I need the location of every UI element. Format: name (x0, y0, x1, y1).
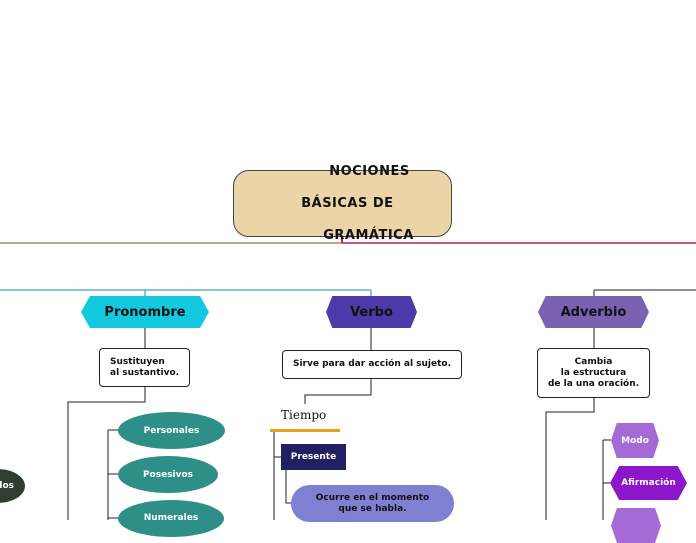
topic-pronombre[interactable]: Pronombre (81, 296, 209, 328)
root-line-3: GRAMÁTICA (323, 227, 414, 243)
adverbio-type-partial[interactable] (611, 508, 661, 543)
adverbio-description[interactable]: Cambia la estructura de la una oración. (537, 348, 650, 398)
tiempo-underline (270, 429, 340, 432)
pronombre-type-posesivos[interactable]: Posesivos (118, 456, 218, 493)
mind-map-canvas: NOCIONES BÁSICAS DE GRAMÁTICA Pronombre … (0, 164, 696, 543)
adverbio-type-modo[interactable]: Modo (611, 423, 659, 458)
root-line-2: BÁSICAS DE (301, 195, 394, 211)
presente-description[interactable]: Ocurre en el momento que se habla. (291, 485, 454, 522)
topic-adverbio[interactable]: Adverbio (538, 296, 649, 328)
pronombre-type-numerales[interactable]: Numerales (118, 500, 224, 537)
adverbio-type-afirmacion[interactable]: Afirmación (610, 466, 687, 500)
verbo-description[interactable]: Sirve para dar acción al sujeto. (282, 350, 462, 379)
root-topic[interactable]: NOCIONES BÁSICAS DE GRAMÁTICA (233, 164, 452, 243)
topic-verbo[interactable]: Verbo (326, 296, 417, 328)
pronombre-description[interactable]: Sustituyen al sustantivo. (99, 348, 190, 387)
verbo-subtopic-tiempo[interactable]: Tiempo (281, 408, 327, 422)
connector-lines (0, 236, 696, 520)
verbo-tense-presente[interactable]: Presente (281, 444, 346, 470)
root-line-1: NOCIONES (329, 163, 410, 179)
pronombre-type-personales[interactable]: Personales (118, 412, 225, 449)
